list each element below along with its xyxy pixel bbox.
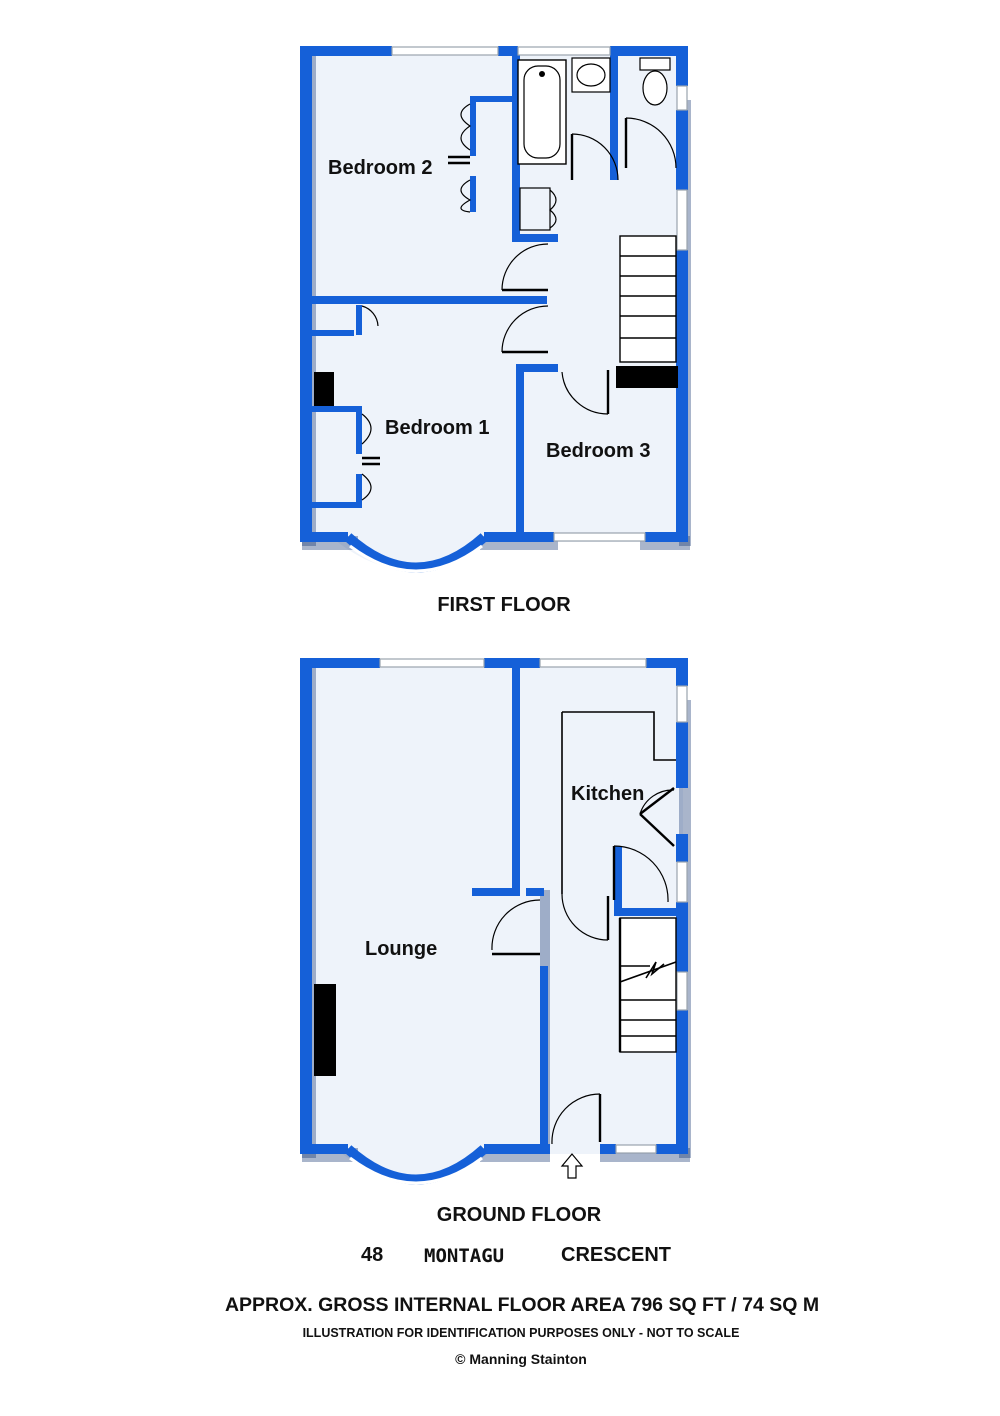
bedroom1-chimney-breast xyxy=(314,372,334,406)
ground-floor-walls xyxy=(300,658,688,1154)
kitchen-label: Kitchen xyxy=(571,783,644,805)
bath-tub xyxy=(517,59,567,165)
first-floor-walls xyxy=(300,46,688,542)
bedroom3-cupboard-block xyxy=(616,366,678,388)
address-line: 48 MONTAGU CRESCENT xyxy=(361,1244,671,1267)
bedroom1-label: Bedroom 1 xyxy=(385,417,489,439)
bedroom3-window xyxy=(553,532,646,542)
landing-window xyxy=(676,189,688,251)
address-street: MONTAGU xyxy=(424,1245,504,1267)
hall-window xyxy=(676,971,688,1011)
bedroom1-bay-window xyxy=(344,533,488,573)
entrance-arrow-icon xyxy=(560,1153,584,1179)
address-suffix: CRESCENT xyxy=(561,1244,671,1266)
hall-front-window xyxy=(615,1144,657,1154)
copyright-line: © Manning Stainton xyxy=(455,1351,587,1367)
ground-floor-doors xyxy=(491,787,675,1145)
wc-toilet xyxy=(639,57,671,106)
kitchen-window xyxy=(539,658,647,668)
first-floor-title: FIRST FLOOR xyxy=(437,594,571,616)
first-floor-plan: Bedroom 2 Bedroom 1 Bedroom 3 xyxy=(300,46,691,573)
wash-basin xyxy=(571,57,611,93)
kitchen-side-window xyxy=(676,685,688,723)
bedroom2-label: Bedroom 2 xyxy=(328,157,432,179)
lounge-fireplace xyxy=(314,984,336,1076)
first-floor-doors xyxy=(361,103,677,501)
ground-floor-plan: Kitchen Lounge xyxy=(300,658,691,1185)
first-floor-stairs xyxy=(619,235,677,363)
ground-floor-stairs xyxy=(618,917,677,1053)
ground-floor-title: GROUND FLOOR xyxy=(437,1204,602,1226)
lounge-window xyxy=(379,658,485,668)
lounge-label: Lounge xyxy=(365,938,437,960)
disclaimer-line: ILLUSTRATION FOR IDENTIFICATION PURPOSES… xyxy=(302,1326,740,1340)
utility-window xyxy=(676,861,688,903)
lounge-bay-window xyxy=(344,1145,488,1185)
wc-window xyxy=(676,85,688,111)
bathroom-window xyxy=(517,46,611,56)
kitchen-worktop xyxy=(561,711,676,894)
bedroom2-window xyxy=(391,46,499,56)
address-number: 48 xyxy=(361,1244,383,1266)
floor-area-line: APPROX. GROSS INTERNAL FLOOR AREA 796 SQ… xyxy=(224,1294,820,1316)
bedroom1-bay-area xyxy=(335,540,490,570)
bedroom3-label: Bedroom 3 xyxy=(546,440,650,462)
